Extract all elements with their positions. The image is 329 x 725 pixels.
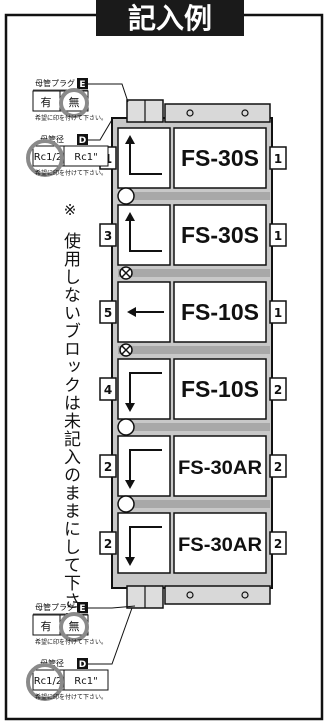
left-port-number: 2 — [104, 537, 112, 551]
bore-label: 母管径 — [40, 658, 64, 668]
model-name: FS-30S — [181, 145, 259, 171]
right-port-badge: 1 — [269, 223, 287, 247]
model-label-box: FS-10S — [173, 358, 267, 420]
left-port-badge: 4 — [99, 377, 117, 401]
model-label-box: FS-30S — [173, 204, 267, 266]
plug-letter: E — [79, 80, 85, 90]
bottom-plate-hole — [186, 591, 194, 599]
right-port-badge: 1 — [269, 146, 287, 170]
bore-option-half: Rc1/2 — [34, 676, 63, 687]
right-port-number: 2 — [274, 383, 282, 397]
valve-block: 11FS-30S — [99, 127, 287, 200]
left-port-number: 2 — [104, 460, 112, 474]
right-port-number: 2 — [274, 460, 282, 474]
bore-selected-circle — [26, 139, 64, 177]
block-divider — [118, 269, 270, 277]
valve-block: 2 2 FS-30AR — [99, 435, 287, 508]
closed-junction — [119, 266, 133, 280]
title-banner — [96, 0, 244, 36]
flow-symbol — [117, 435, 171, 497]
top-plate-hole — [241, 109, 249, 117]
top-plate-hole — [186, 109, 194, 117]
left-port-badge: 2 — [99, 531, 117, 555]
open-junction — [117, 187, 135, 205]
block-divider — [118, 192, 270, 200]
bore-instruction: 希望に印を付けて下さい。 — [35, 693, 107, 701]
flow-symbol — [117, 281, 171, 343]
bore-option-half: Rc1/2 — [34, 152, 63, 163]
valve-block: 2 2 FS-30AR — [99, 512, 287, 574]
valve-block: 4 2 FS-10S — [99, 358, 287, 431]
plug-option-no: 無 — [69, 619, 80, 633]
bore-selected-circle — [26, 663, 64, 701]
note-mark: ※ — [64, 201, 77, 219]
model-label-box: FS-30AR — [173, 512, 267, 574]
left-port-badge: 2 — [99, 454, 117, 478]
right-port-number: 1 — [274, 306, 282, 320]
flow-symbol — [117, 358, 171, 420]
bore-letter: D — [79, 136, 86, 146]
right-port-badge: 1 — [269, 300, 287, 324]
right-port-number: 1 — [274, 229, 282, 243]
flow-symbol — [117, 204, 171, 266]
plug-option-yes: 有 — [41, 619, 52, 633]
bore-option-one: Rc1" — [74, 152, 97, 163]
plug-instruction: 希望に印を付けて下さい。 — [35, 114, 107, 122]
plug-selected-circle — [59, 612, 89, 642]
block-divider — [118, 346, 270, 354]
model-name: FS-30AR — [178, 535, 262, 556]
plug-callout-top: 母管プラグ E 有 無 希望に印を付けて下さい。 — [32, 78, 129, 122]
model-name: FS-10S — [181, 299, 259, 325]
left-port-number: 3 — [104, 229, 112, 243]
left-port-badge: 5 — [99, 300, 117, 324]
bore-callout-bottom: 母管径 D Rc1/2 Rc1" 希望に印を付けて下さい。 — [26, 607, 133, 701]
model-name: FS-30S — [181, 222, 259, 248]
plug-selected-circle — [59, 88, 89, 118]
block-divider — [118, 500, 270, 508]
right-port-number: 2 — [274, 537, 282, 551]
model-label-box: FS-10S — [173, 281, 267, 343]
block-divider — [118, 423, 270, 431]
model-label-box: FS-30S — [173, 127, 267, 189]
left-port-number: 5 — [104, 306, 112, 320]
model-label-box: FS-30AR — [173, 435, 267, 497]
right-port-badge: 2 — [269, 531, 287, 555]
bore-letter: D — [79, 660, 86, 670]
bore-label: 母管径 — [40, 134, 64, 144]
bottom-plate-hole — [241, 591, 249, 599]
open-junction — [117, 495, 135, 513]
right-port-badge: 2 — [269, 377, 287, 401]
plug-label: 母管プラグ — [35, 602, 75, 612]
left-port-badge: 3 — [99, 223, 117, 247]
plug-label: 母管プラグ — [35, 78, 75, 88]
bottom-plate — [164, 585, 271, 605]
plug-option-yes: 有 — [41, 95, 52, 109]
open-junction — [117, 418, 135, 436]
closed-junction — [119, 343, 133, 357]
note-text: 使用しないブロックは未記入のままにして下さい。 — [60, 231, 81, 646]
title-text: 記入例 — [128, 2, 212, 35]
top-plate — [164, 103, 271, 123]
plug-option-no: 無 — [69, 95, 80, 109]
left-port-number: 4 — [104, 383, 112, 397]
model-name: FS-10S — [181, 376, 259, 402]
flow-symbol — [117, 512, 171, 574]
valve-block: 5 1 FS-10S — [99, 281, 287, 354]
bore-instruction: 希望に印を付けて下さい。 — [35, 169, 107, 177]
flow-symbol — [117, 127, 171, 189]
plug-letter: E — [79, 604, 85, 614]
right-port-number: 1 — [274, 152, 282, 166]
valve-block: 3 1 FS-30S — [99, 204, 287, 277]
right-port-badge: 2 — [269, 454, 287, 478]
bore-callout-top: 母管径 D Rc1/2 Rc1" 希望に印を付けて下さい。 — [26, 117, 114, 177]
bore-option-one: Rc1" — [74, 676, 97, 687]
plug-instruction: 希望に印を付けて下さい。 — [35, 638, 107, 646]
plug-callout-bottom: 母管プラグ E 有 無 希望に印を付けて下さい。 — [32, 602, 136, 646]
model-name: FS-30AR — [178, 458, 262, 479]
